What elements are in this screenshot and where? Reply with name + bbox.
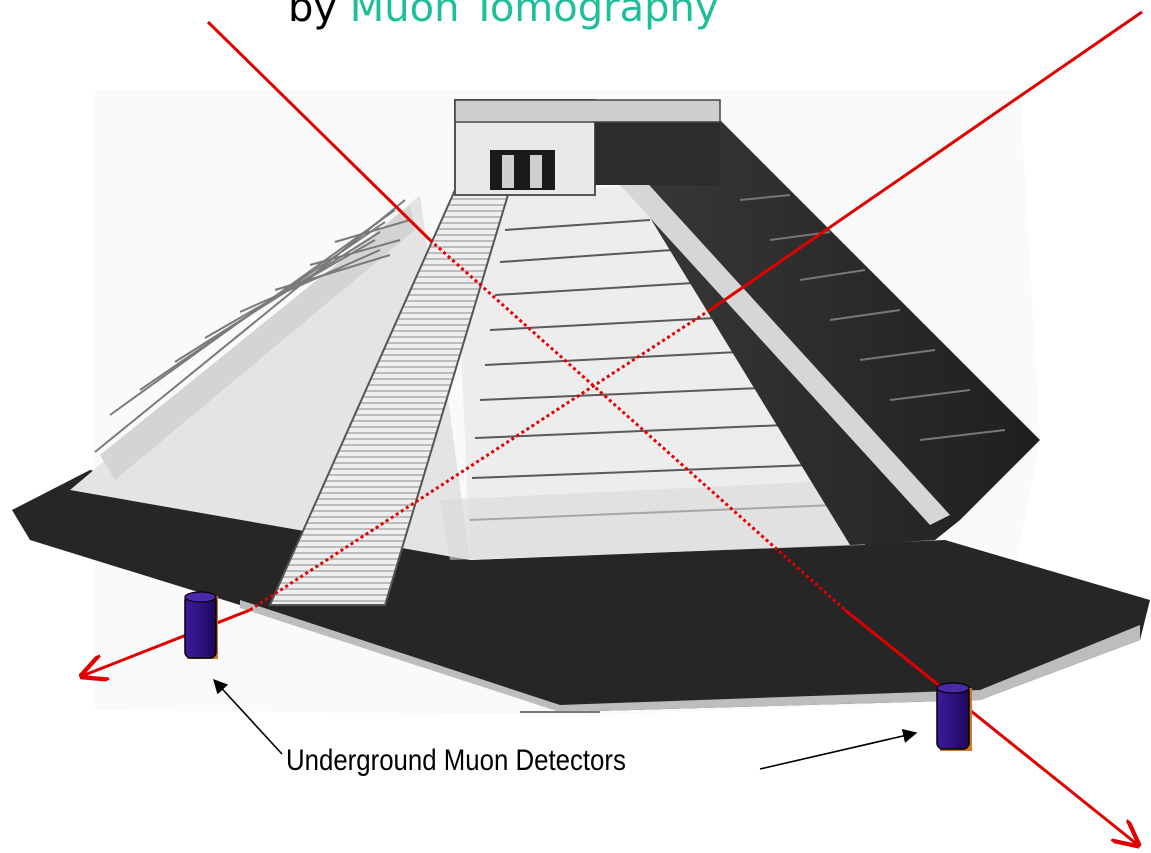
step-pyramid-icon	[12, 90, 1150, 715]
pointer-arrow-left	[213, 678, 283, 755]
title-prefix: by	[288, 0, 350, 31]
pyramid-platform	[12, 470, 1150, 712]
muon-detector-left	[184, 591, 218, 659]
title-highlight: Muon Tomography	[349, 0, 719, 31]
muon-detector-right	[936, 682, 972, 751]
muon-track-1	[206, 20, 1138, 845]
muon-track-2	[82, 10, 1143, 676]
pyramid-front-face	[440, 185, 865, 560]
pyramid-temple	[454, 99, 721, 196]
detector-caption: Underground Muon Detectors	[286, 744, 626, 777]
pointer-arrow-right	[759, 728, 918, 770]
page-title: by Muon Tomography	[288, 0, 719, 32]
